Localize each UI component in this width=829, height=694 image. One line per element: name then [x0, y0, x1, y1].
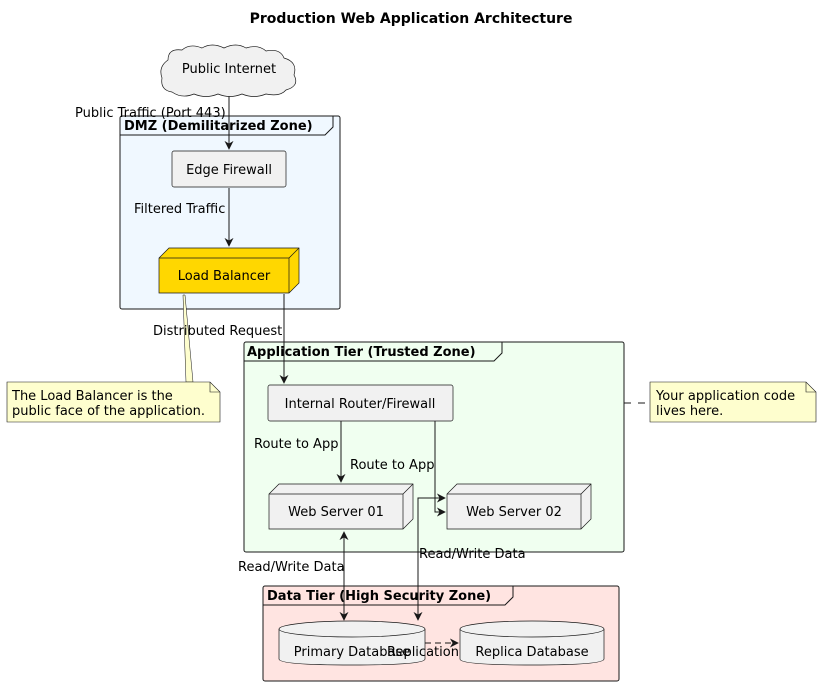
edge-firewall-label: Edge Firewall [186, 163, 272, 178]
public-internet-node: Public Internet [160, 44, 297, 97]
diagram-title: Production Web Application Architecture [250, 11, 573, 27]
replica-database-label: Replica Database [475, 645, 588, 660]
replica-database-node: Replica Database [459, 620, 605, 666]
cloud-icon [160, 44, 297, 97]
lb-note-line-2: public face of the application. [12, 404, 205, 419]
edge-label-route-to-app-1: Route to App [254, 437, 338, 452]
edge-label-filtered-traffic: Filtered Traffic [134, 202, 225, 217]
edge-label-read-write-2: Read/Write Data [419, 547, 526, 562]
lb-note-line-1: The Load Balancer is the [11, 389, 173, 404]
primary-database-node: Primary Database [278, 620, 426, 666]
load-balancer-node: Load Balancer [158, 247, 300, 294]
edge-label-read-write-1: Read/Write Data [238, 560, 345, 575]
edge-label-distributed-request: Distributed Request [153, 324, 282, 339]
internal-router-node: Internal Router/Firewall [267, 384, 454, 422]
edge-firewall-node: Edge Firewall [171, 150, 287, 188]
data-tier-label: Data Tier (High Security Zone) [267, 589, 491, 604]
web-server-02-label: Web Server 02 [466, 505, 562, 520]
public-internet-label: Public Internet [182, 62, 276, 77]
edge-label-public-traffic: Public Traffic (Port 443) [75, 106, 226, 121]
web-server-01-label: Web Server 01 [288, 505, 384, 520]
application-tier-label: Application Tier (Trusted Zone) [247, 345, 476, 360]
internal-router-label: Internal Router/Firewall [285, 397, 436, 412]
app-note-line-1: Your application code [655, 389, 795, 404]
load-balancer-note: The Load Balancer is the public face of … [6, 294, 221, 423]
edge-label-route-to-app-2: Route to App [350, 458, 434, 473]
lb-box-3d [158, 247, 300, 294]
dmz-zone-label: DMZ (Demilitarized Zone) [124, 119, 313, 134]
primary-database-label: Primary Database [294, 645, 410, 660]
web-server-01-node: Web Server 01 [268, 483, 414, 530]
edge-label-replication: Replication [387, 645, 459, 660]
edge-web02-db [413, 493, 446, 621]
load-balancer-label: Load Balancer [178, 269, 271, 284]
app-note-line-2: lives here. [656, 404, 723, 419]
app-code-note: Your application code lives here. [624, 381, 817, 423]
web-server-02-node: Web Server 02 [446, 483, 592, 530]
